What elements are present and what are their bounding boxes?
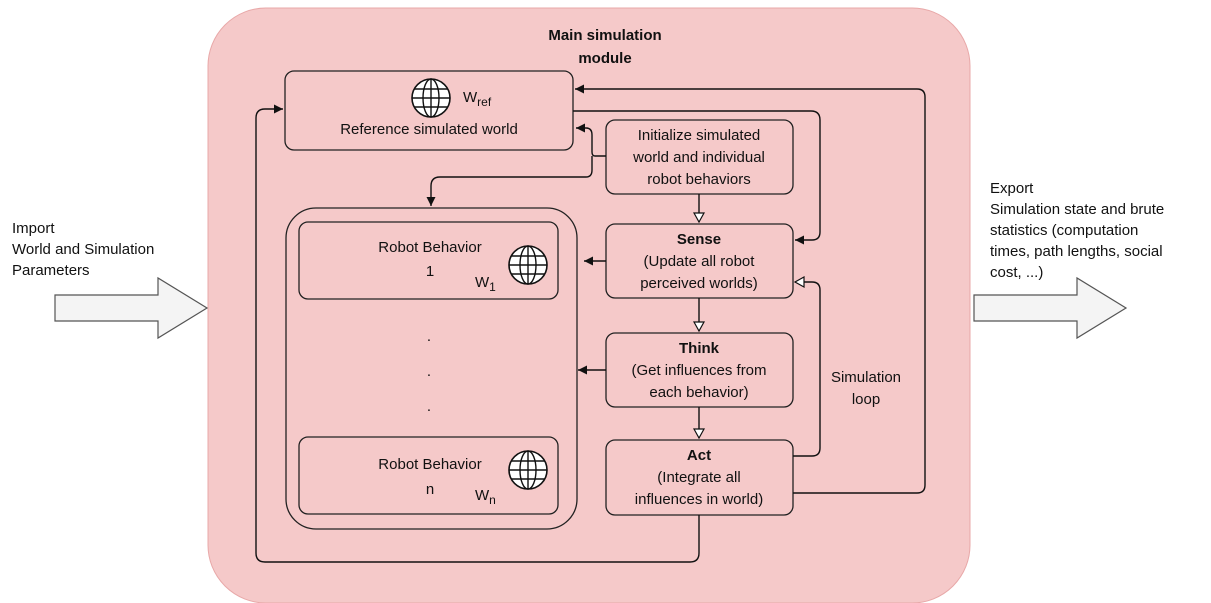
think-line2: each behavior) bbox=[649, 384, 748, 401]
module-title-line2: module bbox=[578, 50, 631, 67]
init-to-reference-arrow bbox=[576, 123, 606, 157]
robot-behavior-1-index: 1 bbox=[426, 263, 434, 280]
robot-behavior-1-label: Robot Behavior bbox=[378, 239, 481, 256]
reference-world-label: Reference simulated world bbox=[340, 121, 518, 138]
globe-icon bbox=[411, 78, 451, 118]
sense-title: Sense bbox=[677, 231, 721, 248]
simulation-loop-label-line2: loop bbox=[852, 391, 880, 408]
robot-behavior-n-label: Robot Behavior bbox=[378, 456, 481, 473]
act-to-reference-bottom-arrow bbox=[255, 104, 700, 563]
robot-behavior-n-box bbox=[298, 436, 559, 515]
ellipsis-dot: . bbox=[427, 328, 431, 345]
initialize-line2: world and individual bbox=[632, 149, 765, 166]
export-line5: cost, ...) bbox=[990, 264, 1044, 281]
robot-behavior-1-box bbox=[298, 221, 559, 300]
export-label: Export Simulation state and brute statis… bbox=[990, 178, 1164, 283]
export-arrow bbox=[973, 276, 1128, 340]
globe-icon bbox=[508, 245, 548, 285]
ellipsis-dot: . bbox=[427, 363, 431, 380]
act-line2: influences in world) bbox=[635, 491, 763, 508]
think-title: Think bbox=[679, 340, 720, 357]
import-label: Import World and Simulation Parameters bbox=[12, 218, 154, 281]
initialize-line1: Initialize simulated bbox=[638, 127, 761, 144]
robot-behavior-1-symbol: W1 bbox=[475, 274, 496, 294]
export-line2: Simulation state and brute bbox=[990, 201, 1165, 218]
export-line1: Export bbox=[990, 180, 1034, 197]
module-title-line1: Main simulation bbox=[548, 27, 661, 44]
export-line3: statistics (computation bbox=[990, 222, 1139, 239]
sense-line2: perceived worlds) bbox=[640, 275, 758, 292]
globe-icon bbox=[508, 450, 548, 490]
import-line1: Import bbox=[12, 220, 55, 237]
simulation-loop-label-line1: Simulation bbox=[831, 369, 901, 386]
import-line3: Parameters bbox=[12, 262, 90, 279]
robot-behavior-n-index: n bbox=[426, 481, 434, 498]
act-to-reference-arrow bbox=[575, 84, 926, 494]
import-arrow bbox=[54, 276, 209, 340]
ellipsis-dot: . bbox=[427, 398, 431, 415]
reference-world-symbol: Wref bbox=[463, 89, 492, 109]
reference-to-sense-arrow bbox=[573, 110, 821, 245]
export-line4: times, path lengths, social bbox=[990, 243, 1163, 260]
sense-line1: (Update all robot bbox=[644, 253, 756, 270]
init-to-robots-arrow bbox=[426, 156, 593, 206]
act-title: Act bbox=[687, 447, 711, 464]
think-line1: (Get influences from bbox=[631, 362, 766, 379]
initialize-line3: robot behaviors bbox=[647, 171, 750, 188]
import-line2: World and Simulation bbox=[12, 241, 155, 258]
act-line1: (Integrate all bbox=[657, 469, 740, 486]
simulation-loop-arrow bbox=[793, 282, 821, 457]
robot-behavior-n-symbol: Wn bbox=[475, 487, 496, 507]
